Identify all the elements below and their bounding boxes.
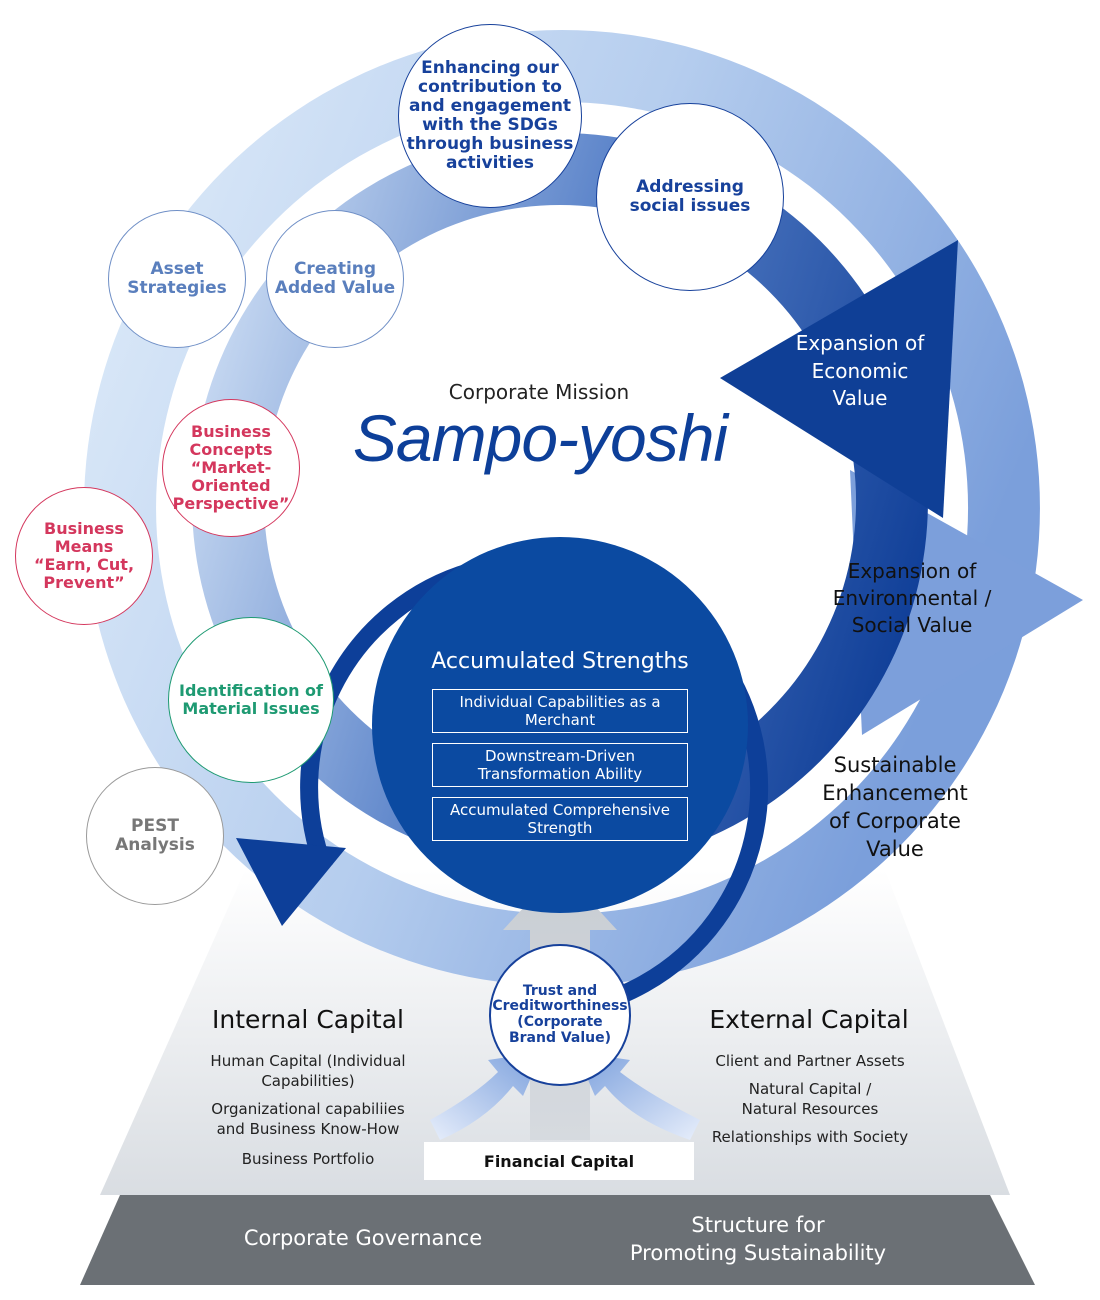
external-capital-title: External Capital bbox=[709, 1005, 909, 1034]
financial-capital-box: Financial Capital bbox=[424, 1142, 694, 1180]
circle-pest-analysis: PEST Analysis bbox=[86, 767, 224, 905]
circle-business-means: Business Means “Earn, Cut, Prevent” bbox=[15, 487, 153, 625]
circle-added-value: Creating Added Value bbox=[266, 210, 404, 348]
internal-capital-human: Human Capital (Individual Capabilities) bbox=[210, 1052, 406, 1090]
mission-name: Sampo-yoshi bbox=[352, 401, 728, 475]
strengths-cycle-arrowhead bbox=[236, 838, 346, 926]
mission-caption: Corporate Mission bbox=[448, 380, 630, 404]
circle-asset-strategies: Asset Strategies bbox=[108, 210, 246, 348]
internal-capital-portfolio: Business Portfolio bbox=[241, 1150, 375, 1168]
circle-sdgs: Enhancing our contribution to and engage… bbox=[398, 24, 582, 208]
circle-social-issues-label: Addressing social issues bbox=[629, 176, 751, 216]
foundation-sustainability: Structure for Promoting Sustainability bbox=[629, 1213, 887, 1265]
internal-capital-organizational: Organizational capabiliies and Business … bbox=[211, 1100, 405, 1138]
sustainable-value-label: Sustainable Enhancement of Corporate Val… bbox=[822, 753, 968, 861]
external-capital-natural: Natural Capital / Natural Resources bbox=[741, 1080, 879, 1118]
circle-trust-label: Trust and Creditworthiness (Corporate Br… bbox=[492, 982, 628, 1046]
circle-business-means-label: Business Means “Earn, Cut, Prevent” bbox=[33, 519, 135, 592]
circle-added-value-label: Creating Added Value bbox=[274, 258, 396, 298]
financial-capital-label: Financial Capital bbox=[483, 1151, 635, 1171]
foundation-slab bbox=[80, 1195, 1035, 1285]
circle-asset-strategies-label: Asset Strategies bbox=[127, 258, 227, 298]
economic-value-label: Expansion of Economic Value bbox=[795, 331, 925, 411]
circle-social-issues: Addressing social issues bbox=[596, 103, 784, 291]
left-inflow-arrow bbox=[430, 1052, 542, 1140]
right-inflow-arrow bbox=[576, 1052, 700, 1140]
circle-pest-analysis-label: PEST Analysis bbox=[115, 815, 195, 855]
accumulated-strengths-disc bbox=[372, 537, 748, 913]
strength-item-merchant: Individual Capabilities as a Merchant bbox=[432, 689, 688, 733]
external-capital-client: Client and Partner Assets bbox=[715, 1052, 905, 1070]
circle-business-concepts-label: Business Concepts “Market- Oriented Pers… bbox=[172, 422, 290, 513]
internal-capital-title: Internal Capital bbox=[212, 1005, 404, 1034]
circle-trust: Trust and Creditworthiness (Corporate Br… bbox=[489, 944, 631, 1086]
external-capital-society: Relationships with Society bbox=[711, 1128, 909, 1146]
circle-business-concepts: Business Concepts “Market- Oriented Pers… bbox=[162, 399, 300, 537]
environmental-value-label: Expansion of Environmental / Social Valu… bbox=[832, 559, 992, 637]
economic-arrowhead bbox=[720, 240, 958, 518]
strength-item-comprehensive: Accumulated Comprehensive Strength bbox=[432, 797, 688, 841]
circle-sdgs-label: Enhancing our contribution to and engage… bbox=[406, 57, 574, 174]
strengths-title: Accumulated Strengths bbox=[431, 649, 689, 674]
foundation-governance: Corporate Governance bbox=[243, 1226, 483, 1250]
strength-item-downstream: Downstream-Driven Transformation Ability bbox=[432, 743, 688, 787]
circle-material-issues: Identification of Material Issues bbox=[168, 617, 334, 783]
circle-material-issues-label: Identification of Material Issues bbox=[179, 681, 323, 718]
